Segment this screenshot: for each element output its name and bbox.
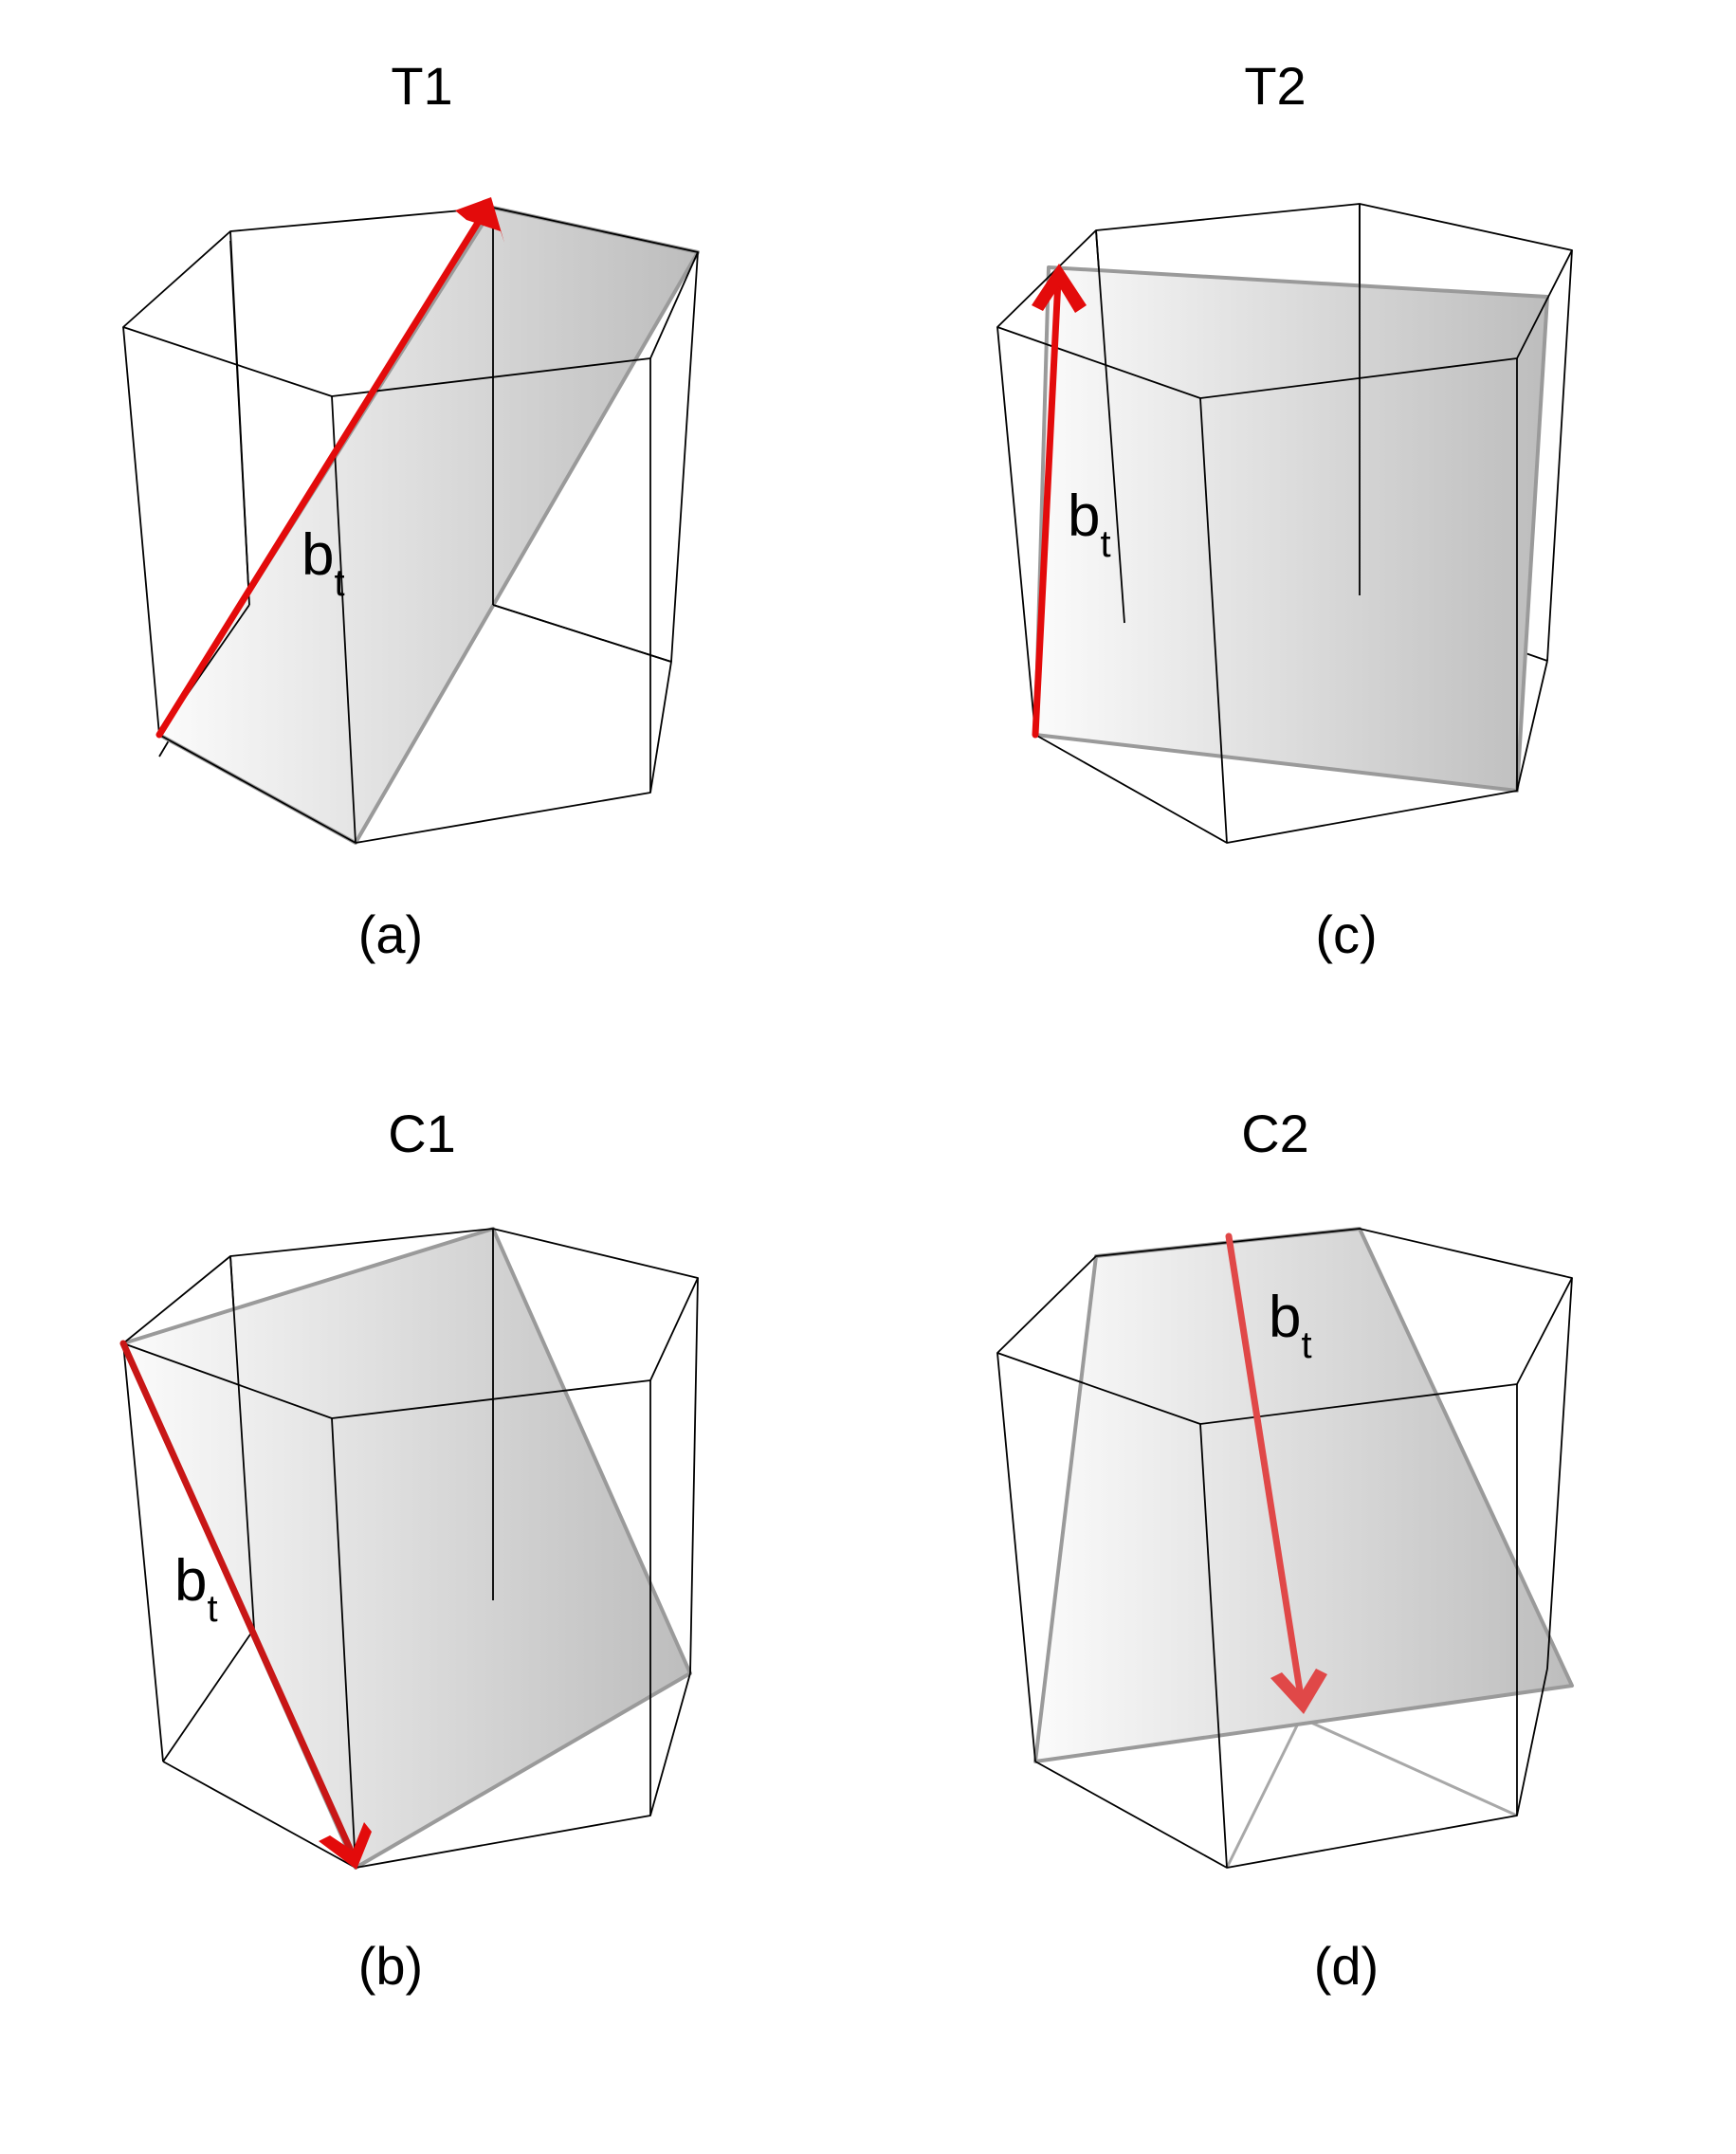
panel-b-bottom-hexagon: [162, 1672, 691, 1869]
panel-d-vector-label-b: b: [1269, 1285, 1301, 1350]
panel-a-caption: (a): [358, 904, 423, 964]
panel-a-vector-label-sub: t: [334, 562, 344, 604]
panel-c-vector-label-sub: t: [1100, 523, 1110, 565]
panel-d-vector-label: bt: [1269, 1285, 1312, 1366]
panel-c-vector-shaft: [1032, 276, 1062, 739]
panel-c-title: T2: [1244, 56, 1306, 116]
panel-b-vector-shaft: [119, 1340, 355, 1854]
panel-d-prism: [996, 1227, 1574, 1869]
panel-a-burgers-vector: [155, 197, 504, 739]
panel-d-vector-shaft: [1225, 1232, 1305, 1701]
panel-a-vertical-edges: [122, 208, 699, 844]
panel-a-prism: [122, 206, 700, 845]
panel-b-title: C1: [388, 1104, 456, 1163]
panel-b-vector-label: bt: [174, 1548, 218, 1630]
panel-c-twin-plane: [1033, 265, 1549, 793]
panel-b-burgers-vector: [119, 1340, 372, 1870]
panel-c-vertical-edges: [996, 204, 1573, 844]
panel-c-vector-head: [1032, 264, 1087, 313]
panel-d: C2 bt (d): [996, 1104, 1574, 1996]
panel-b: C1 bt (b): [119, 1104, 699, 1996]
panel-d-caption: (d): [1314, 1936, 1379, 1996]
panel-b-vector-head: [319, 1822, 372, 1870]
panel-a: T1 bt (a): [122, 56, 700, 964]
panel-c-bottom-hexagon: [1034, 660, 1548, 844]
panel-a-vector-shaft: [155, 207, 489, 739]
panel-b-prism: [121, 1227, 699, 1870]
panel-d-bottom-hexagon: [1034, 1668, 1548, 1869]
panel-d-vector-head: [1270, 1669, 1327, 1714]
panel-b-twin-plane: [121, 1227, 692, 1870]
panel-b-caption: (b): [358, 1936, 423, 1996]
panel-d-vector-label-sub: t: [1301, 1324, 1311, 1366]
panel-a-vector-head: [455, 197, 504, 243]
panel-d-burgers-vector: [1225, 1232, 1327, 1714]
panel-c-burgers-vector: [1032, 264, 1087, 739]
panel-c-caption: (c): [1315, 904, 1377, 964]
panel-d-twin-plane: [1033, 1227, 1574, 1763]
panel-d-title: C2: [1241, 1104, 1309, 1163]
panel-a-vector-label-b: b: [302, 522, 334, 588]
panel-c-prism: [996, 203, 1573, 844]
panel-a-title: T1: [391, 56, 452, 116]
panel-c-vector-label-b: b: [1068, 484, 1100, 549]
panel-d-vertical-edges: [996, 1277, 1573, 1869]
panel-b-vector-label-b: b: [174, 1548, 207, 1614]
panel-b-vertical-edges: [122, 1229, 699, 1869]
panel-a-vector-label: bt: [302, 522, 345, 604]
panel-c-vector-label: bt: [1068, 484, 1111, 565]
panel-c: T2 bt (c): [996, 56, 1573, 964]
panel-b-vector-label-sub: t: [207, 1588, 217, 1630]
